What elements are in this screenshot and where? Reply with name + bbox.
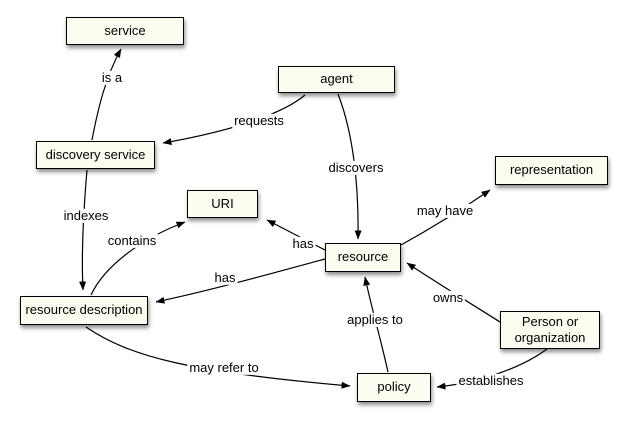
node-policy: policy xyxy=(357,373,431,402)
node-resource-description: resource description xyxy=(20,296,148,325)
edge-label-has-resource-description: has xyxy=(212,269,238,286)
edge-label-is-a: is a xyxy=(99,69,125,86)
edge-agent-to-resource xyxy=(337,93,362,240)
edge-label-applies-to: applies to xyxy=(345,311,405,328)
node-agent: agent xyxy=(278,66,395,93)
edge-label-owns: owns xyxy=(430,289,466,306)
node-discovery-service: discovery service xyxy=(36,141,155,169)
node-resource: resource xyxy=(325,243,401,272)
node-uri: URI xyxy=(187,190,258,218)
edge-resource-to-resource-description xyxy=(155,258,326,304)
edge-label-may-refer-to: may refer to xyxy=(187,359,261,376)
edge-resource-description-to-policy xyxy=(85,326,351,389)
edge-label-discovers: discovers xyxy=(326,159,386,176)
node-representation: representation xyxy=(495,156,608,185)
edge-label-may-have: may have xyxy=(414,202,476,219)
node-service: service xyxy=(66,17,184,45)
edge-label-contains: contains xyxy=(105,232,159,249)
edge-label-indexes: indexes xyxy=(61,207,111,224)
edge-resource-to-representation xyxy=(400,189,491,246)
node-person-or-organization: Person or organization xyxy=(500,311,600,349)
edge-discovery-service-to-resource-description xyxy=(79,169,88,291)
edge-discovery-service-to-service xyxy=(91,48,122,141)
edge-label-has-uri: has xyxy=(290,235,316,252)
edge-label-requests: requests xyxy=(232,112,286,129)
edge-resource-description-to-uri xyxy=(90,221,186,296)
edge-label-establishes: establishes xyxy=(456,372,526,389)
